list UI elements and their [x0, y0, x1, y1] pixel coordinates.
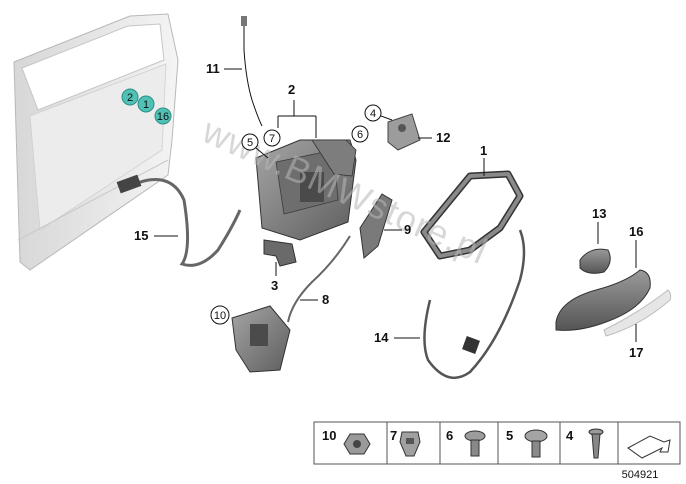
svg-text:7: 7 — [390, 428, 397, 443]
legend-item-4: 4 — [566, 428, 604, 459]
bowden-cable-11 — [241, 16, 263, 127]
handle-seal-9 — [359, 193, 393, 259]
callout-12: 12 — [418, 130, 450, 145]
svg-text:4: 4 — [370, 108, 376, 120]
callout-17: 17 — [629, 324, 643, 360]
svg-text:9: 9 — [404, 222, 411, 237]
lock-bracket-3 — [263, 239, 297, 267]
door-callout-2: 2 — [121, 88, 139, 106]
svg-text:1: 1 — [143, 99, 149, 111]
callout-9: 9 — [384, 222, 411, 237]
rear-door — [13, 13, 179, 271]
svg-text:5: 5 — [506, 428, 513, 443]
handle-carrier-1 — [420, 170, 524, 260]
callout-4: 4 — [364, 104, 393, 122]
svg-text:2: 2 — [127, 92, 133, 104]
callout-11: 11 — [206, 61, 242, 76]
trim-strip-17 — [603, 289, 672, 337]
callout-1: 1 — [480, 143, 487, 176]
svg-text:12: 12 — [436, 130, 450, 145]
callout-8: 8 — [300, 292, 329, 307]
callout-15: 15 — [134, 228, 178, 243]
legend-item-10: 10 — [322, 428, 371, 455]
svg-text:10: 10 — [322, 428, 336, 443]
svg-text:17: 17 — [629, 345, 643, 360]
wiring-harness-15 — [116, 174, 242, 267]
svg-text:16: 16 — [629, 224, 643, 239]
callout-10: 10 — [210, 305, 230, 325]
bowden-cable-8 — [287, 235, 351, 323]
callout-14: 14 — [374, 330, 420, 345]
fastener-legend: 10 7 6 5 4 — [313, 421, 681, 465]
direction-arrow-icon — [627, 435, 671, 459]
legend-item-7: 7 — [390, 428, 421, 457]
svg-text:10: 10 — [214, 310, 226, 322]
door-lock — [255, 139, 357, 241]
legend-item-5: 5 — [506, 428, 548, 458]
svg-text:15: 15 — [134, 228, 148, 243]
svg-text:3: 3 — [271, 278, 278, 293]
svg-text:7: 7 — [269, 133, 275, 145]
svg-text:16: 16 — [157, 111, 169, 123]
door-callout-16: 16 — [154, 107, 172, 125]
callout-16: 16 — [629, 224, 643, 268]
callout-3: 3 — [271, 262, 278, 293]
door-callout-1: 1 — [137, 95, 155, 113]
svg-text:8: 8 — [322, 292, 329, 307]
svg-text:2: 2 — [288, 82, 295, 97]
svg-text:5: 5 — [247, 137, 253, 149]
callout-7: 7 — [263, 129, 281, 147]
callout-2: 2 — [277, 82, 317, 138]
svg-text:6: 6 — [446, 428, 453, 443]
callout-5: 5 — [241, 133, 269, 159]
lock-striker-12 — [387, 113, 421, 151]
svg-text:11: 11 — [206, 61, 220, 76]
svg-text:13: 13 — [592, 206, 606, 221]
svg-text:14: 14 — [374, 330, 389, 345]
actuator-10 — [231, 305, 291, 373]
handle-cap-13 — [579, 248, 611, 274]
callout-6: 6 — [351, 125, 369, 143]
svg-text:1: 1 — [480, 143, 487, 158]
svg-text:6: 6 — [357, 129, 363, 141]
svg-text:4: 4 — [566, 428, 574, 443]
legend-item-6: 6 — [446, 428, 486, 457]
reference-number: 504921 — [622, 469, 659, 481]
callout-13: 13 — [592, 206, 606, 244]
bowden-cable-14 — [423, 229, 526, 380]
outer-handle-16 — [555, 269, 651, 331]
